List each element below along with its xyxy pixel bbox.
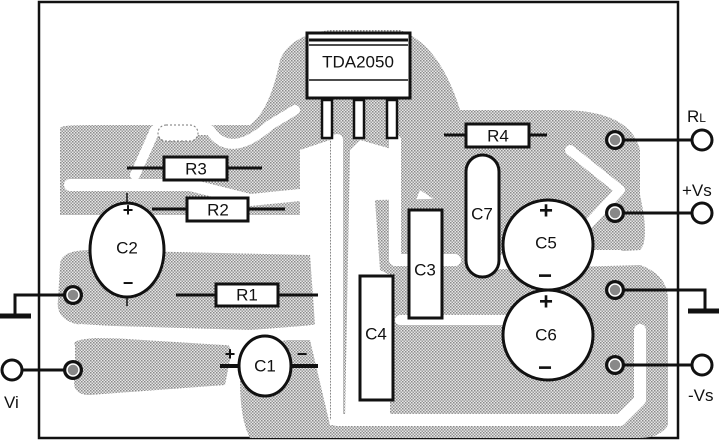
capacitor-c2 <box>88 193 166 306</box>
pad-vi <box>63 360 83 380</box>
pad-ground-left <box>63 285 83 305</box>
terminal-rl <box>690 128 714 152</box>
c4-label: C4 <box>365 325 387 344</box>
capacitor-c3 <box>407 208 444 320</box>
pad-rl <box>605 130 625 150</box>
rl-label: RL <box>687 107 706 126</box>
c2-minus: − <box>123 273 134 293</box>
r3-label: R3 <box>185 160 207 179</box>
rl-label-sub: L <box>699 111 706 125</box>
plus-vs-label: +Vs <box>682 181 712 200</box>
c5-minus: − <box>538 263 552 290</box>
resistor-r4 <box>444 122 547 149</box>
c5-plus: + <box>539 198 553 225</box>
vi-label: Vi <box>4 393 19 412</box>
terminal-plus-vs <box>690 201 714 225</box>
ground-wire-left <box>13 293 73 315</box>
c1-label: C1 <box>254 357 276 376</box>
pad-minus-vs <box>605 355 625 375</box>
pad-plus-vs <box>605 203 625 223</box>
capacitor-c7 <box>464 153 501 279</box>
capacitor-c6 <box>501 288 595 382</box>
ic-pin-2 <box>352 98 366 140</box>
c7-label: C7 <box>471 205 493 224</box>
c3-label: C3 <box>414 261 436 280</box>
c1-plus: + <box>225 344 236 364</box>
resistor-r2 <box>152 196 285 223</box>
terminal-minus-vs <box>690 353 714 377</box>
ic-tda2050: TDA2050 <box>305 31 412 140</box>
ground-wire-right <box>615 288 707 310</box>
c1-minus: − <box>297 344 308 364</box>
pad-ground-right <box>605 280 625 300</box>
r4-label: R4 <box>487 127 509 146</box>
r2-label: R2 <box>207 201 229 220</box>
rl-label-main: R <box>687 107 699 126</box>
resistor-r3 <box>127 155 262 182</box>
r1-label: R1 <box>236 286 258 305</box>
c6-plus: + <box>539 289 553 316</box>
minus-vs-label: -Vs <box>688 386 714 405</box>
c6-minus: − <box>538 355 552 382</box>
capacitor-c4 <box>358 274 395 402</box>
terminal-vi <box>0 358 24 382</box>
resistor-r1 <box>176 282 318 308</box>
c2-plus: + <box>123 200 134 220</box>
capacitor-c1 <box>220 334 318 398</box>
ic-pin-3 <box>385 98 399 140</box>
ic-pin-1 <box>320 98 334 140</box>
ic-label: TDA2050 <box>322 53 394 72</box>
c6-label: C6 <box>535 326 557 345</box>
copper-left-bottom <box>74 338 232 395</box>
slot-pad <box>157 124 199 142</box>
c5-label: C5 <box>535 234 557 253</box>
c2-label: C2 <box>116 239 138 258</box>
